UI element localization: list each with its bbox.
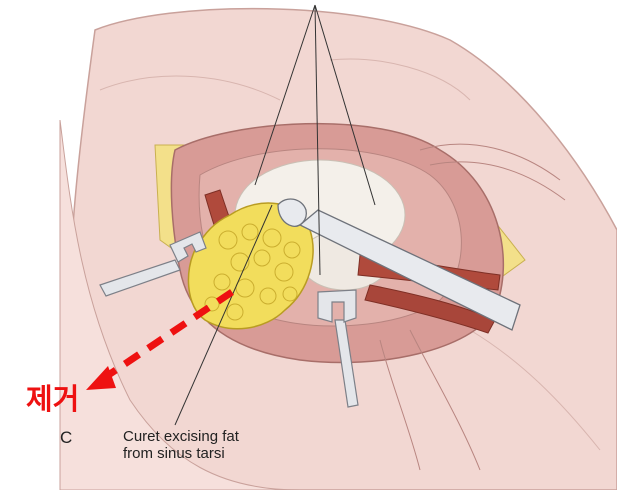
panel-letter: C bbox=[60, 428, 73, 447]
skin-contour bbox=[469, 329, 601, 451]
retractor-left bbox=[99, 231, 207, 297]
fiber-strand bbox=[429, 161, 566, 201]
retractor-bottom bbox=[317, 289, 359, 408]
muscle-band bbox=[364, 284, 496, 334]
foot-skin-lower bbox=[59, 119, 301, 490]
skin-contour bbox=[329, 58, 471, 101]
fiber-strand bbox=[409, 329, 481, 471]
fiber-strand bbox=[379, 339, 421, 471]
removal-arrow bbox=[86, 289, 234, 390]
fat-lobules bbox=[204, 223, 301, 321]
fiber-strand bbox=[419, 143, 561, 181]
figure-caption: Curet excising fat from sinus tarsi bbox=[123, 428, 239, 462]
skin-contour bbox=[99, 75, 281, 101]
removal-annotation: 제거 bbox=[26, 382, 80, 416]
leader-lines bbox=[174, 4, 376, 426]
curet-instrument bbox=[277, 198, 521, 331]
caption-line-2: from sinus tarsi bbox=[123, 445, 225, 462]
caption-line-1: Curet excising fat bbox=[123, 428, 239, 445]
